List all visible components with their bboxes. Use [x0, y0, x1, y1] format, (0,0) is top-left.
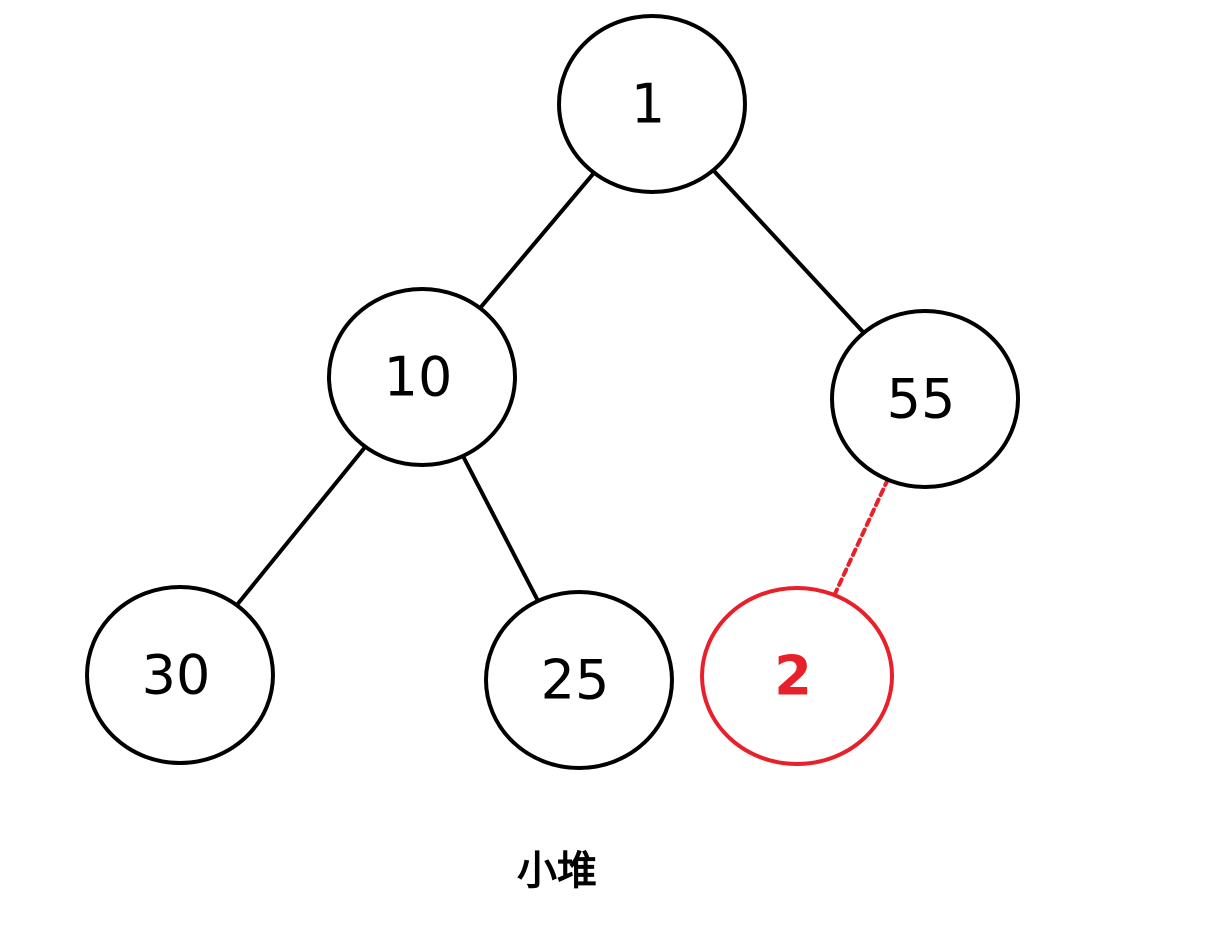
node-label: 25: [541, 649, 610, 712]
heap-node-2: 2: [700, 586, 894, 766]
nodes: 1 10 55 30 25 2: [85, 14, 1020, 770]
heap-node-25: 25: [484, 590, 674, 770]
edge-n10-n30: [234, 444, 368, 608]
node-circle: [700, 586, 894, 766]
node-label: 10: [384, 346, 453, 409]
node-label: 30: [142, 644, 211, 707]
node-label: 2: [774, 645, 812, 708]
edge-n1-n10: [477, 170, 597, 311]
diagram-caption: 小堆: [517, 848, 597, 894]
edge-n55-n2: [832, 477, 890, 598]
edge-n10-n25: [460, 454, 541, 603]
node-circle: [85, 585, 275, 765]
node-label: 1: [631, 73, 665, 136]
heap-node-30: 30: [85, 585, 275, 765]
edge-n1-n55: [711, 168, 866, 335]
node-circle: [830, 309, 1020, 489]
node-label: 55: [887, 368, 956, 431]
heap-node-55: 55: [830, 309, 1020, 489]
heap-node-1: 1: [557, 14, 747, 194]
node-circle: [484, 590, 674, 770]
node-circle: [327, 287, 517, 467]
heap-node-10: 10: [327, 287, 517, 467]
edges: [234, 168, 890, 608]
node-circle: [557, 14, 747, 194]
